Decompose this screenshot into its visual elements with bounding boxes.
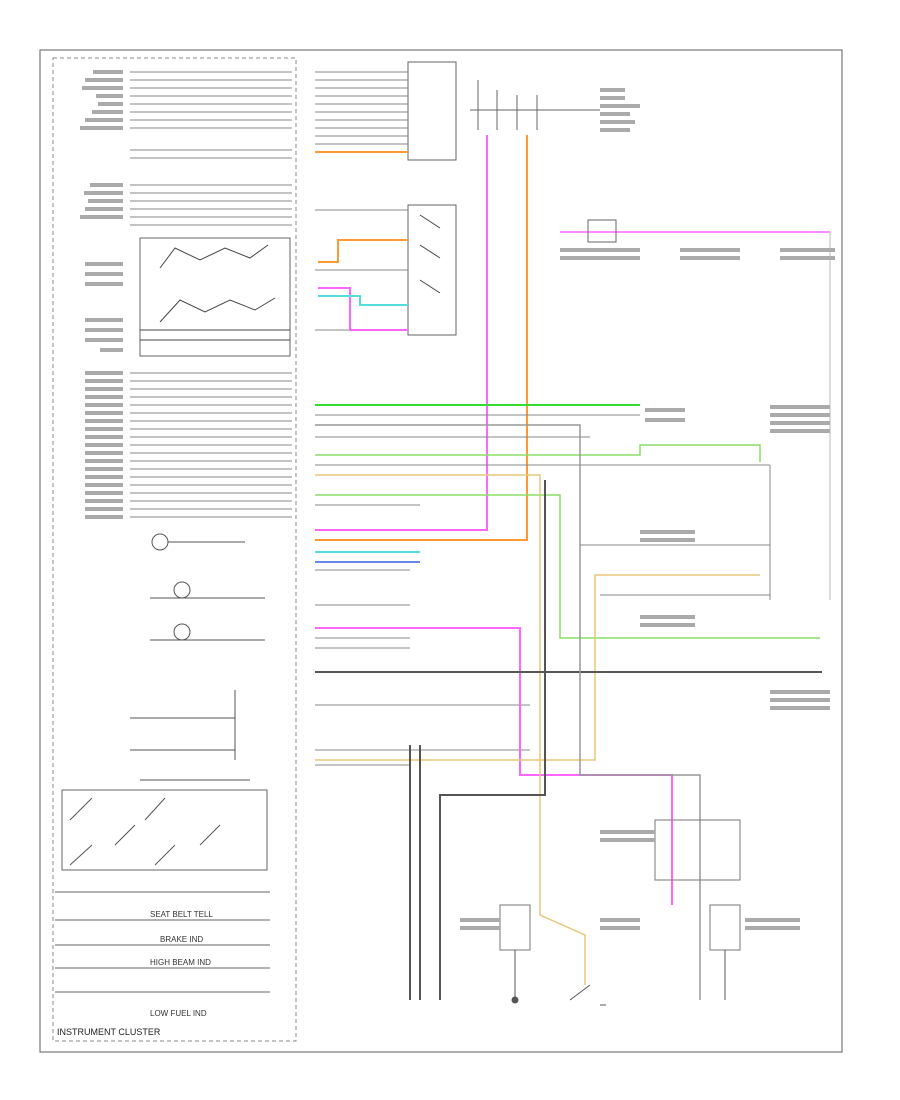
cluster-gauges	[130, 533, 265, 781]
mid-switch-wires	[315, 209, 408, 331]
cyan-wire-switch	[318, 295, 408, 306]
tan-wire-2	[315, 574, 760, 761]
cluster-pin-labels	[80, 70, 123, 519]
high-beam-label: HIGH BEAM IND	[150, 958, 211, 967]
top-module-box	[407, 61, 457, 161]
gauge-circle	[173, 581, 191, 599]
brake-ind-label: BRAKE IND	[160, 935, 203, 944]
instrument-cluster-box	[52, 57, 297, 1042]
gray-wire-right	[315, 424, 701, 1000]
gauge-coils	[69, 797, 221, 866]
lower-relay-right	[709, 904, 741, 951]
mid-switch-box	[407, 204, 457, 336]
ignition-switch	[470, 80, 600, 130]
lower-module-box	[654, 819, 741, 881]
cluster-switch-block	[139, 237, 291, 357]
green-wire-3	[315, 444, 761, 462]
fuse-box-right	[587, 219, 617, 243]
gauge-coil-box	[61, 789, 268, 871]
seat-belt-label: SEAT BELT TELL	[150, 910, 213, 919]
gauge-circle	[151, 533, 169, 551]
orange-wire-main	[315, 135, 528, 541]
right-callout-labels	[460, 248, 835, 930]
tan-wire-1	[315, 474, 586, 985]
main-connector-wires	[315, 414, 770, 766]
mid-switch-contacts	[419, 214, 441, 294]
green-wire-2	[315, 494, 820, 639]
top-module-wires	[315, 71, 408, 145]
pink-wire-lower	[315, 627, 673, 905]
lower-grounds	[511, 950, 726, 1006]
gauge-circle	[173, 623, 191, 641]
cluster-switch-contacts	[140, 244, 290, 341]
dark-vertical-wire	[409, 480, 546, 1000]
cluster-connector-lines	[130, 71, 292, 518]
diagram-frame	[39, 49, 843, 1053]
pink-wire-switch	[318, 287, 408, 331]
low-fuel-label: LOW FUEL IND	[150, 1009, 207, 1018]
pink-wire-main	[315, 135, 488, 531]
ignition-labels	[600, 88, 640, 132]
orange-wire-switch	[318, 239, 408, 263]
lower-relay-left	[499, 904, 531, 951]
right-module-lines	[580, 544, 770, 596]
cluster-bottom-lines	[55, 891, 270, 993]
diagram-title: INSTRUMENT CLUSTER	[57, 1027, 161, 1037]
